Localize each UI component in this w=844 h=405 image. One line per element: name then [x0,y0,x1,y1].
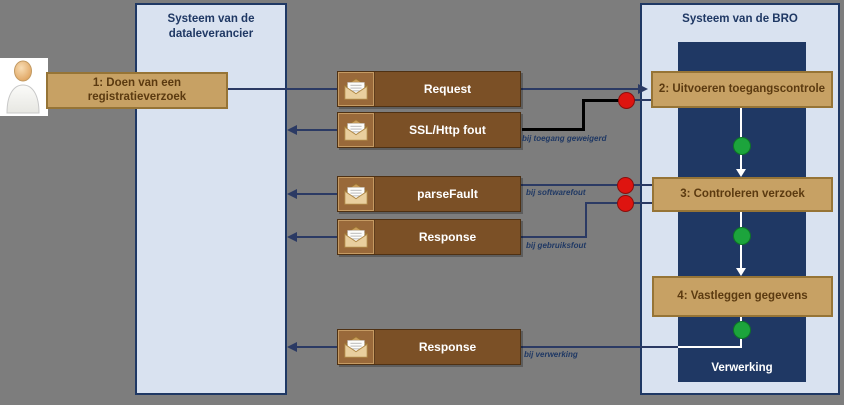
error-dot-toegangscontrole [618,92,635,109]
arrow-parsefault-return [287,189,297,199]
condition-toegang-geweigerd: bij toegang geweigerd [522,134,607,143]
step-3-box: 3: Controleren verzoek [652,177,833,212]
ssl-error-line-h1 [582,99,620,102]
envelope-icon [338,113,375,147]
response-mid-line-h1 [585,202,621,204]
arrow-into-step2 [638,84,648,94]
response-mid-line-h2 [521,236,587,238]
message-response-bottom-label: Response [418,340,477,354]
message-request-label: Request [423,82,472,96]
condition-gebruiksfout: bij gebruiksfout [526,241,586,250]
ok-dot-3 [733,321,751,339]
ssl-error-line-v [582,99,585,131]
response-bottom-return-line [291,346,337,348]
person-icon [6,60,40,114]
arrow-response-bottom-return [287,342,297,352]
step-1-box: 1: Doen van een registratieverzoek [46,72,228,109]
message-parsefault-label: parseFault [417,187,478,201]
message-request: Request [337,71,521,107]
arrow-into-step3 [736,169,746,177]
parsefault-line-right [521,184,621,186]
step-1-label: 1: Doen van een registratieverzoek [87,76,187,103]
message-response-mid-label: Response [418,230,477,244]
step-2-box: 2: Uitvoeren toegangscontrole [651,71,833,108]
step2-error-stub [632,99,651,101]
request-line-right [521,88,638,90]
lane-dataleverancier: Systeem van de dataleverancier [135,3,287,395]
envelope-icon [338,72,375,106]
step3-stub-upper [630,184,652,186]
step-2-label: 2: Uitvoeren toegangscontrole [658,82,826,95]
response-bottom-line-inner [678,346,742,348]
step-4-label: 4: Vastleggen gegevens [677,289,808,302]
ssl-return-line [291,129,337,131]
message-response-bottom: Response [337,329,521,365]
activity-label: Verwerking [711,362,773,374]
parsefault-return-line [291,193,337,195]
condition-softwarefout: bij softwarefout [526,188,586,197]
ssl-error-line-h2 [522,128,584,131]
message-ssl-http-fout-label: SSL/Http fout [409,123,486,137]
arrow-response-mid-return [287,232,297,242]
response-mid-line-v [585,202,587,238]
response-bottom-line [521,346,679,348]
condition-verwerking: bij verwerking [524,350,578,359]
message-response-mid: Response [337,219,521,255]
lane-bro-title: Systeem van de BRO [682,13,798,25]
step-4-box: 4: Vastleggen gegevens [652,276,833,317]
message-parsefault: parseFault [337,176,521,212]
ok-dot-1 [733,137,751,155]
request-line-left [227,88,337,90]
step-3-label: 3: Controleren verzoek [680,187,805,200]
arrow-ssl-return [287,125,297,135]
envelope-icon [338,330,375,364]
envelope-icon [338,220,375,254]
error-dot-response [617,195,634,212]
ok-dot-2 [733,227,751,245]
step3-stub-lower [630,202,652,204]
error-dot-parsefault [617,177,634,194]
message-ssl-http-fout: SSL/Http fout [337,112,521,148]
envelope-icon [338,177,375,211]
data-supplier-actor [0,58,48,116]
response-mid-return-line [291,236,337,238]
arrow-into-step4 [736,268,746,276]
lane-dataleverancier-title: Systeem van de dataleverancier [167,13,255,40]
